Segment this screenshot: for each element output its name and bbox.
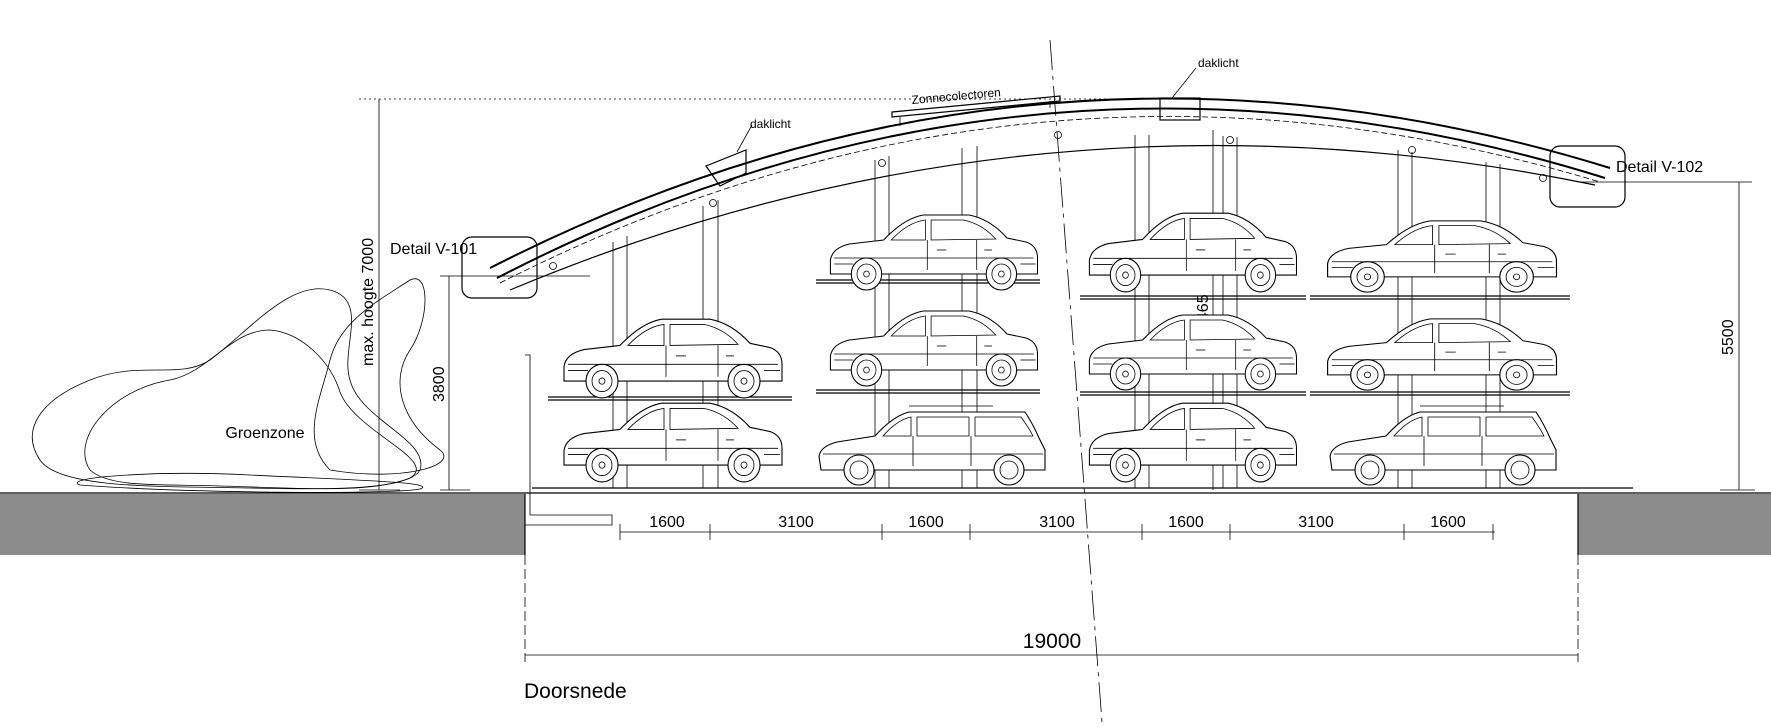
- total-width-label: 19000: [1023, 630, 1081, 653]
- bay-label-3: 1600: [908, 514, 944, 531]
- car-r2-c2: [818, 405, 1046, 486]
- car-r1-c2: [829, 310, 1039, 387]
- section-cut-line: [1049, 39, 1103, 723]
- detail-right-box: [1549, 145, 1626, 208]
- car-r0-c3: [1088, 212, 1298, 293]
- max-height-label: max. hoogte 7000: [360, 238, 377, 366]
- retaining-wall: [525, 354, 613, 526]
- drawing-title: Doorsnede: [524, 680, 627, 703]
- detail-left-box: [461, 236, 538, 299]
- green-zone-label: Groenzone: [225, 425, 304, 442]
- detail-right-label: Detail V-102: [1616, 159, 1703, 176]
- bay-dimension-line: [619, 524, 1495, 540]
- height-left-label: 3800: [431, 366, 448, 402]
- bay-label-7: 1600: [1430, 514, 1466, 531]
- arch-nodes: [549, 131, 1547, 270]
- car-r1-c1: [563, 318, 783, 399]
- skylight-top-label: daklicht: [1198, 56, 1239, 70]
- bay-label-1: 1600: [649, 514, 685, 531]
- roof-arch: [489, 97, 1611, 291]
- detail-left-label: Detail V-101: [390, 241, 477, 258]
- car-r2-c4: [1329, 405, 1557, 486]
- car-r1-c4: [1327, 318, 1558, 391]
- bay-labels: 1600 3100 1600 3100 1600 3100 1600: [649, 514, 1466, 531]
- ground-left: [0, 494, 525, 555]
- skylight-left: [705, 124, 753, 187]
- car-r2-c1: [563, 402, 783, 483]
- solar-label: Zonnecolectoren: [911, 85, 1001, 107]
- bay-label-5: 1600: [1168, 514, 1204, 531]
- car-r0-c2: [829, 214, 1039, 291]
- bay-label-4: 3100: [1039, 514, 1075, 531]
- bay-label-2: 3100: [778, 514, 814, 531]
- car-r0-c4: [1327, 220, 1558, 293]
- height-right-label: 5500: [1720, 319, 1737, 355]
- bay-label-6: 3100: [1298, 514, 1334, 531]
- cars: [563, 212, 1558, 486]
- car-r2-c3: [1088, 402, 1298, 483]
- skylight-top: [1159, 67, 1201, 121]
- total-width-dimension: [524, 555, 1579, 662]
- ground-right: [1578, 494, 1771, 555]
- skylight-left-label: daklicht: [750, 117, 791, 131]
- solar-collectors: [891, 95, 1061, 126]
- green-zone: [31, 278, 445, 493]
- car-r1-c3: [1088, 314, 1298, 391]
